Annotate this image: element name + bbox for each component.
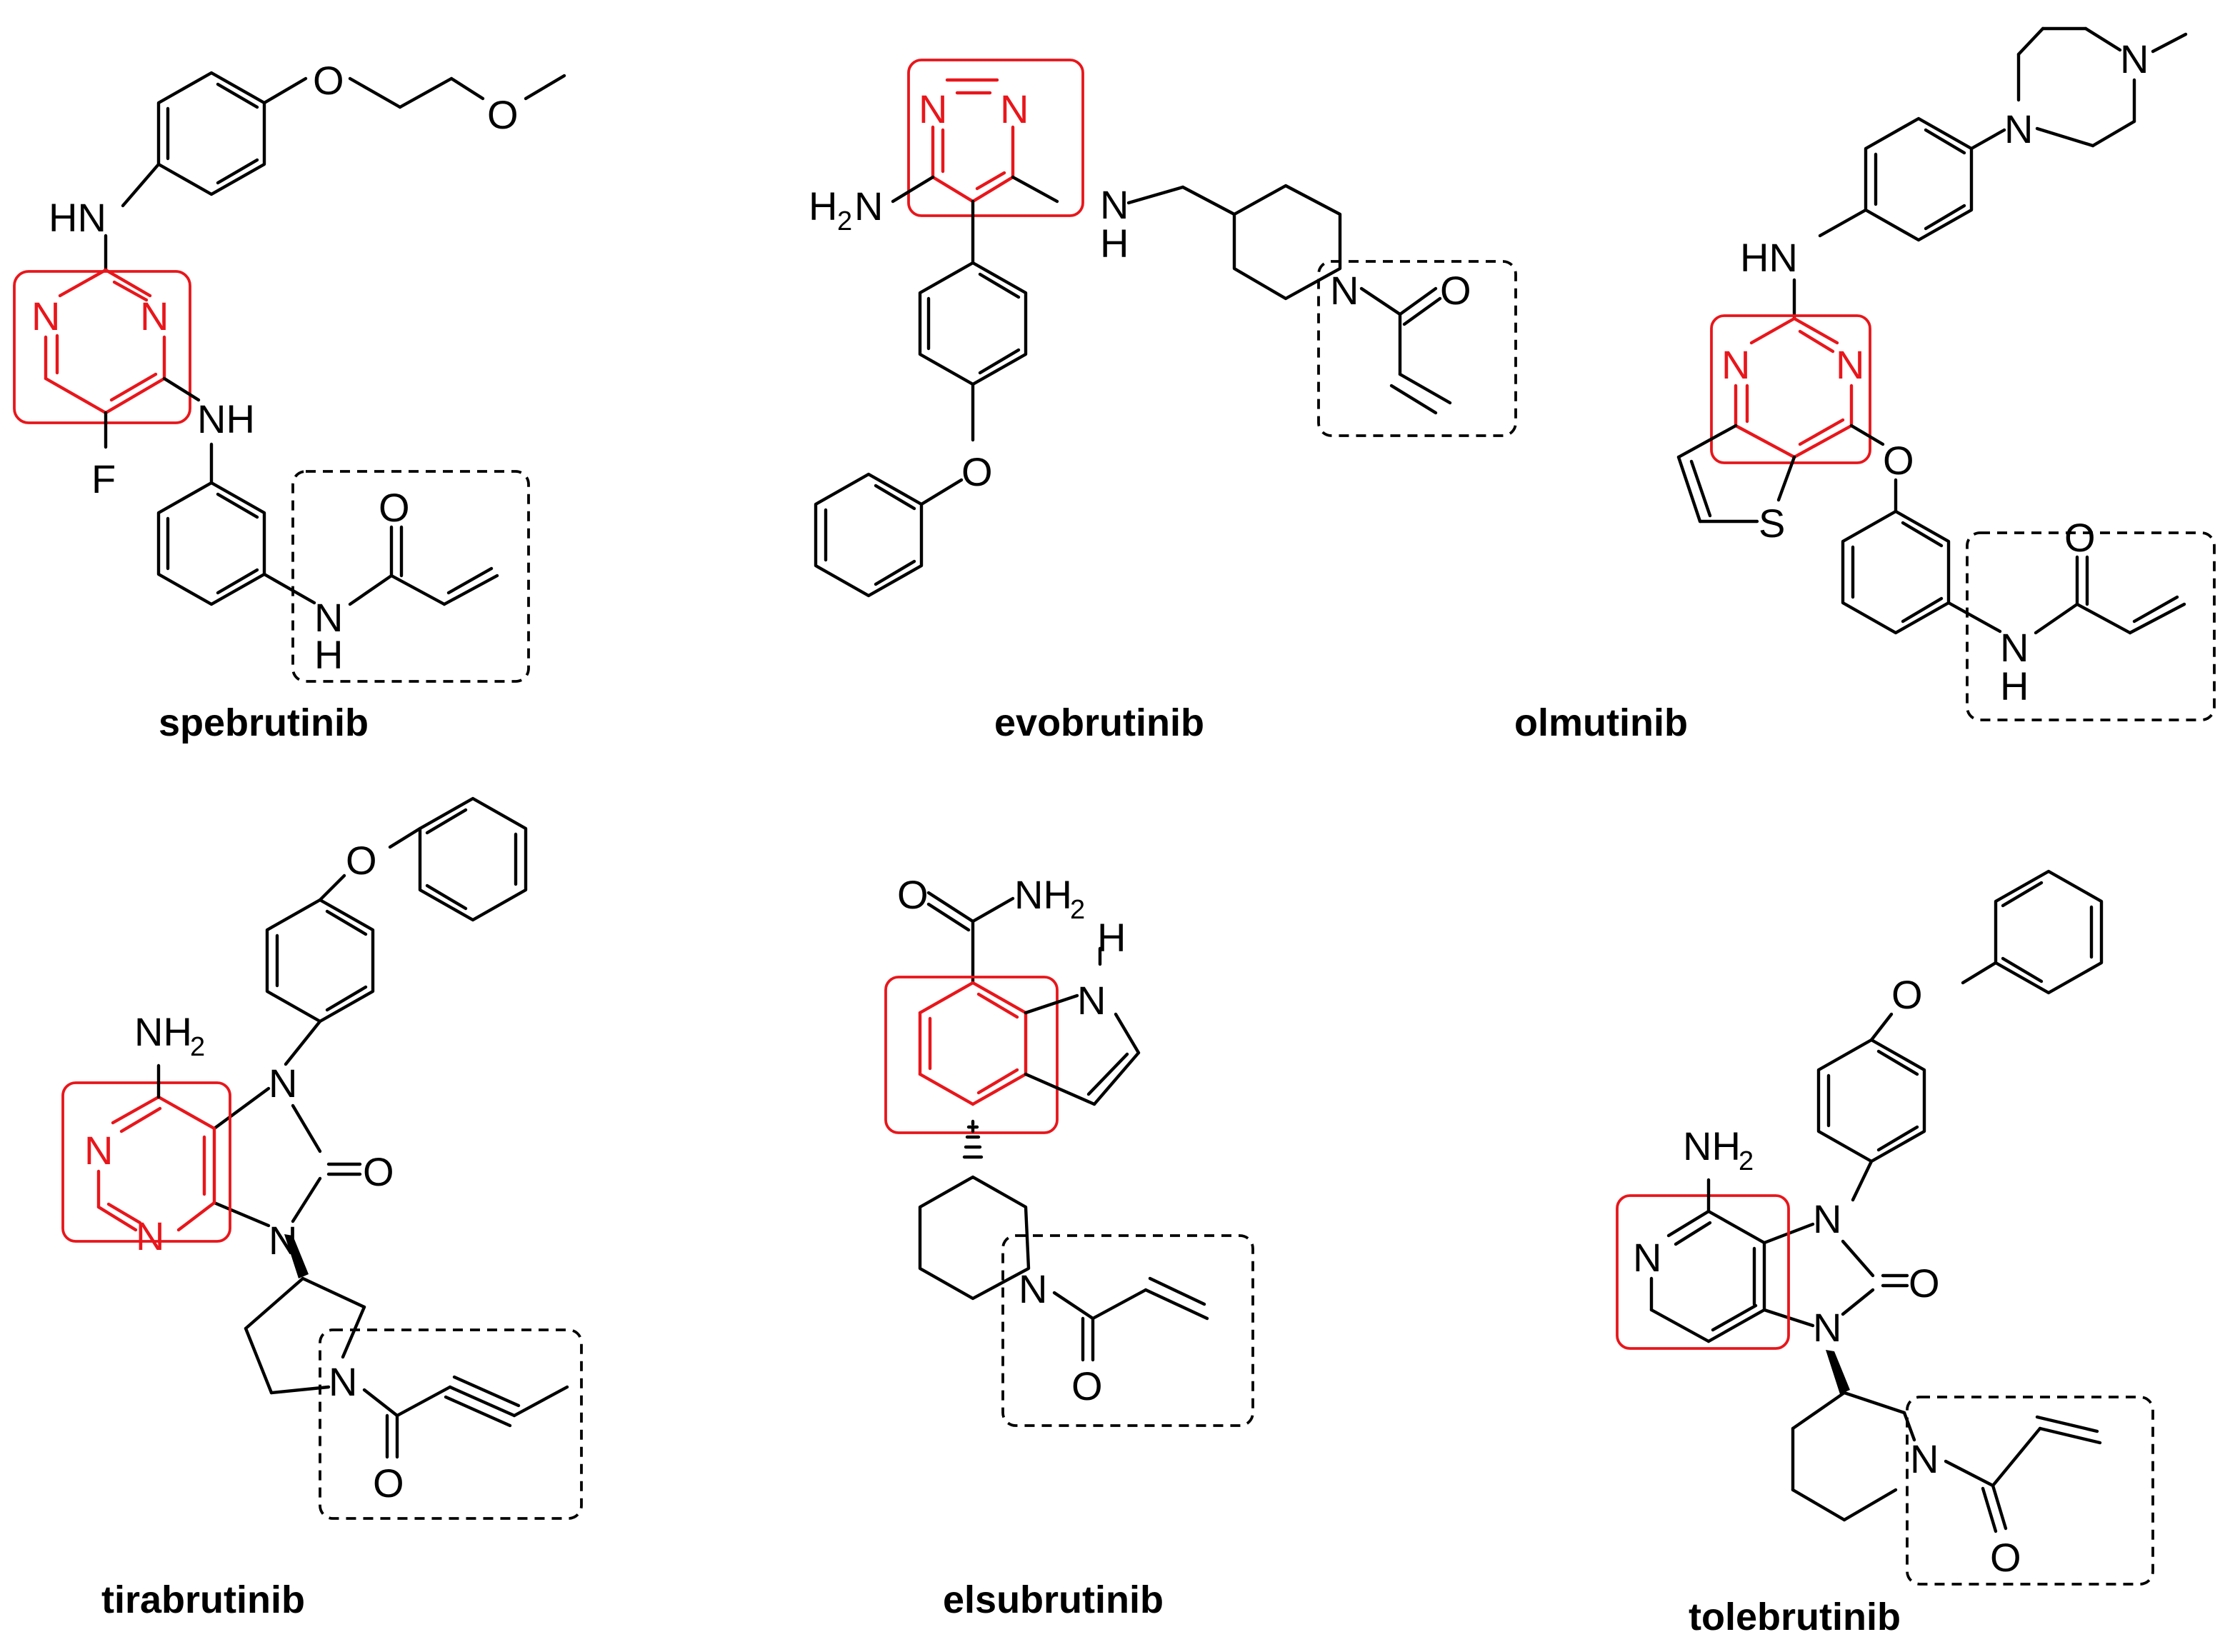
tolebrutinib-acyl-o: O xyxy=(1990,1535,2021,1580)
spebrutinib-amide-o: O xyxy=(379,485,410,530)
compound-elsubrutinib: O NH 2 N H N xyxy=(884,872,1254,1621)
tolebrutinib-phenoxy-ring xyxy=(1994,869,2104,995)
spebrutinib-benzene-ring xyxy=(156,71,266,196)
tolebrutinib-pyridine-n: N xyxy=(1633,1235,1661,1280)
elsubrutinib-indole-n: N xyxy=(1077,978,1106,1023)
evobrutinib-phenyl-ring xyxy=(918,261,1028,386)
spebrutinib-name: spebrutinib xyxy=(159,701,369,744)
olmutinib-amide-n: N xyxy=(2000,625,2029,670)
tolebrutinib-carbonyl-o: O xyxy=(1909,1261,1940,1306)
tolebrutinib-name: tolebrutinib xyxy=(1689,1596,1901,1638)
tirabrutinib-pyrimidine-n1: N xyxy=(84,1128,113,1173)
tirabrutinib-carbonyl-o: O xyxy=(363,1149,394,1194)
tirabrutinib-phenoxy-ring xyxy=(418,796,528,922)
tolebrutinib-piperidine-n: N xyxy=(1910,1436,1939,1481)
tirabrutinib-butynamide-box xyxy=(319,1328,583,1520)
elsubrutinib-acyl-o: O xyxy=(1071,1363,1103,1408)
elsubrutinib-nh2-subscript: 2 xyxy=(1070,895,1085,925)
olmutinib-piperazine-n2: N xyxy=(2004,106,2033,151)
evobrutinib-piperidine-n: N xyxy=(1330,268,1359,313)
evobrutinib-linker-h: H xyxy=(1100,221,1129,266)
olmutinib-hn-label: HN xyxy=(1740,235,1798,280)
elsubrutinib-indole-h: H xyxy=(1097,915,1126,960)
elsubrutinib-name: elsubrutinib xyxy=(943,1578,1164,1621)
olmutinib-phenoxy-ring xyxy=(1841,509,1951,635)
spebrutinib-nh-label: NH xyxy=(197,396,255,441)
evobrutinib-phenoxy-ring xyxy=(814,472,924,598)
evobrutinib-linker-n: N xyxy=(1100,182,1129,227)
tolebrutinib-ether-o: O xyxy=(1891,972,1923,1017)
olmutinib-sulfur: S xyxy=(1759,501,1785,546)
tolebrutinib-nh2-subscript: 2 xyxy=(1739,1146,1754,1176)
olmutinib-amide-o: O xyxy=(2064,515,2096,560)
spebrutinib-highlight-box xyxy=(13,270,191,424)
olmutinib-ether-o: O xyxy=(1883,438,1914,483)
evobrutinib-acrylamide-box xyxy=(1317,260,1517,437)
olmutinib-amide-h: H xyxy=(2000,664,2029,709)
olmutinib-acrylamide-box xyxy=(1966,531,2216,721)
tolebrutinib-phenyl-ring xyxy=(1816,1038,1926,1163)
tirabrutinib-imidazole-n1: N xyxy=(269,1061,297,1106)
spebrutinib-ether-oxygen-1: O xyxy=(313,58,344,103)
tirabrutinib-pyrimidine-n2: N xyxy=(136,1213,164,1258)
evobrutinib-nh2-n: N xyxy=(854,184,883,229)
spebrutinib-fluorine-label: F xyxy=(91,456,116,501)
elsubrutinib-nh-label: NH xyxy=(1014,872,1072,917)
olmutinib-pyrimidine-n-left: N xyxy=(1721,342,1750,387)
tirabrutinib-nh2-subscript: 2 xyxy=(190,1032,205,1062)
evobrutinib-ether-o: O xyxy=(961,449,993,494)
elsubrutinib-acrylamide-box xyxy=(1001,1234,1254,1427)
elsubrutinib-piperidine-ring xyxy=(918,1175,1031,1301)
spebrutinib-ether-oxygen-2: O xyxy=(487,92,519,137)
tirabrutinib-wedge-bond xyxy=(284,1234,309,1278)
olmutinib-name: olmutinib xyxy=(1514,701,1688,744)
tirabrutinib-nh-label: NH xyxy=(134,1009,192,1054)
compound-evobrutinib: N N H 2 N N H N O O xyxy=(809,59,1517,744)
spebrutinib-phenyl-ring xyxy=(156,481,266,606)
spebrutinib-amide-h: H xyxy=(314,632,343,677)
spebrutinib-hn-label: HN xyxy=(49,195,106,240)
tolebrutinib-highlight-box xyxy=(1616,1194,1790,1350)
spebrutinib-amide-n: N xyxy=(314,595,343,640)
tolebrutinib-nh-label: NH xyxy=(1683,1123,1741,1168)
elsubrutinib-highlight-box xyxy=(884,976,1059,1134)
tirabrutinib-name: tirabrutinib xyxy=(101,1578,305,1621)
elsubrutinib-amide-o: O xyxy=(897,872,929,917)
tolebrutinib-imidazole-n2: N xyxy=(1813,1305,1841,1350)
spebrutinib-pyrimidine-n-left: N xyxy=(31,294,60,339)
compound-tirabrutinib: O N O N N N NH 2 xyxy=(61,796,583,1621)
spebrutinib-acrylamide-box xyxy=(291,470,530,683)
evobrutinib-name: evobrutinib xyxy=(994,701,1204,744)
tolebrutinib-acrylamide-box xyxy=(1906,1396,2154,1586)
spebrutinib-pyrimidine-n-right: N xyxy=(140,294,169,339)
olmutinib-phenyl-ring xyxy=(1864,116,1974,242)
evobrutinib-h-label: H xyxy=(809,184,837,229)
tirabrutinib-pyrrolidine-n: N xyxy=(329,1359,357,1404)
tolebrutinib-imidazole-n1: N xyxy=(1813,1196,1841,1241)
tirabrutinib-phenyl-ring xyxy=(265,898,375,1023)
tirabrutinib-amide-o: O xyxy=(373,1461,404,1506)
compound-olmutinib: N N HN N N S xyxy=(1514,26,2216,744)
elsubrutinib-hash-bond xyxy=(962,1125,984,1159)
olmutinib-pyrimidine-n-right: N xyxy=(1836,342,1864,387)
evobrutinib-carbonyl-o: O xyxy=(1440,268,1471,313)
evobrutinib-piperidine-ring xyxy=(1232,184,1342,301)
tirabrutinib-ether-o: O xyxy=(346,838,377,883)
tirabrutinib-highlight-box xyxy=(61,1081,231,1243)
compound-tolebrutinib: O N O N N NH 2 xyxy=(1616,869,2154,1638)
evobrutinib-h2-subscript: 2 xyxy=(837,206,852,236)
evobrutinib-pyrimidine-n-right: N xyxy=(1000,86,1029,131)
olmutinib-piperazine-n1: N xyxy=(2120,36,2149,81)
tolebrutinib-wedge-bond xyxy=(1826,1350,1850,1394)
compound-spebrutinib: O O HN N N F NH N H xyxy=(13,58,566,744)
evobrutinib-pyrimidine-n-left: N xyxy=(919,86,947,131)
evobrutinib-highlight-box xyxy=(907,59,1084,217)
elsubrutinib-piperidine-n: N xyxy=(1019,1266,1047,1311)
